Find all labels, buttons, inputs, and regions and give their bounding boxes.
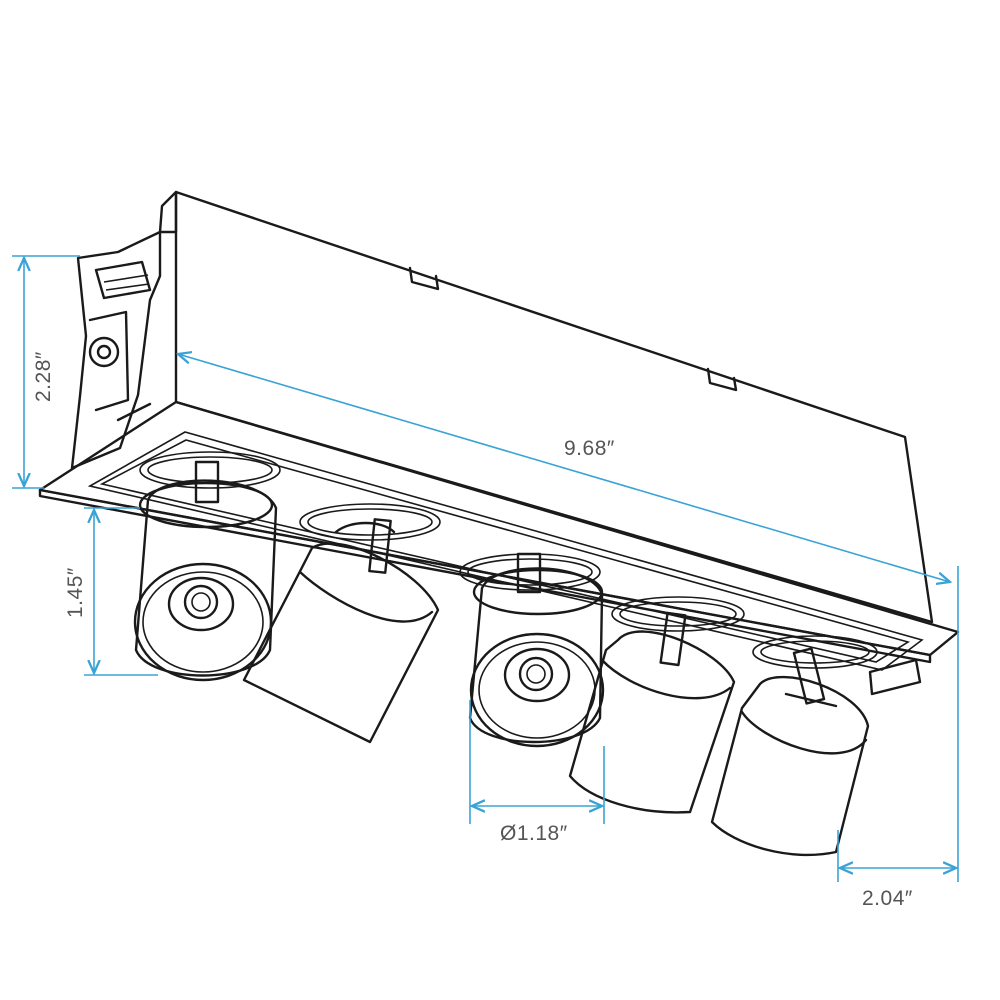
dimension-head-diameter: Ø1.18″ bbox=[469, 700, 605, 845]
mounting-clip bbox=[70, 230, 162, 470]
head-diameter-label: Ø1.18″ bbox=[500, 822, 568, 845]
lamp-head-5 bbox=[710, 647, 870, 857]
dimension-width: 2.04″ bbox=[837, 566, 959, 910]
width-label: 2.04″ bbox=[862, 887, 913, 910]
head-height-label: 1.45″ bbox=[64, 567, 87, 618]
lamp-head-1 bbox=[133, 460, 278, 682]
dimension-head-height: 1.45″ bbox=[64, 507, 158, 676]
housing-body bbox=[158, 190, 934, 624]
length-label: 9.68″ bbox=[564, 437, 615, 460]
height-label: 2.28″ bbox=[32, 351, 55, 402]
trim-flange bbox=[38, 400, 960, 696]
lamp-slots bbox=[139, 451, 878, 669]
dimension-length: 9.68″ bbox=[178, 354, 950, 582]
lamp-head-4 bbox=[568, 611, 736, 814]
dimension-height: 2.28″ bbox=[12, 255, 80, 489]
